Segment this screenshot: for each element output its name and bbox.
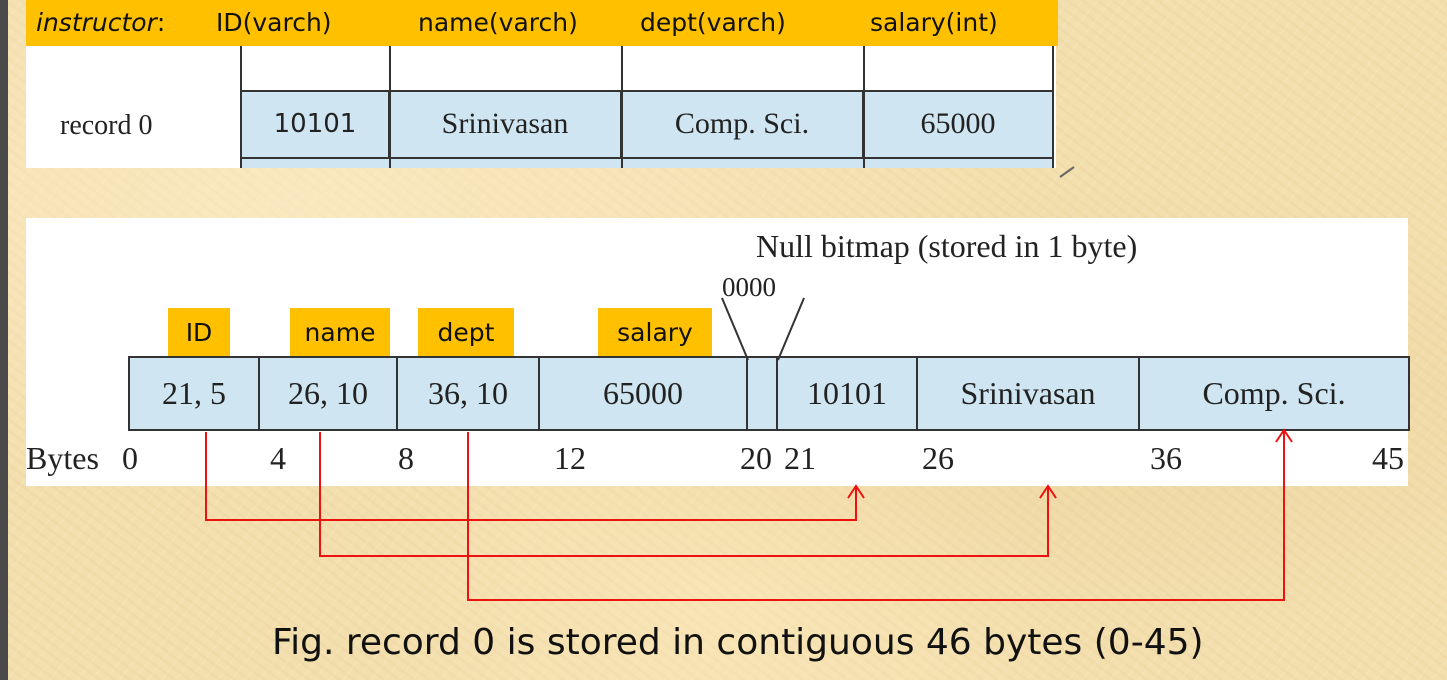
table-cell-salary: 65000 (864, 91, 1054, 157)
arrowheads (847, 428, 1293, 499)
byte-mark-26: 26 (922, 440, 954, 476)
table-cell-name: Srinivasan (390, 91, 622, 157)
schema-attr-salary: salary(int) (870, 0, 998, 46)
figure-caption: Fig. record 0 is stored in contiguous 46… (272, 622, 1204, 663)
byte-cell-name-offset: 26, 10 (260, 357, 398, 429)
schema-attr-name: name(varch) (418, 0, 578, 46)
byte-cell-id-offset: 21, 5 (128, 357, 260, 429)
byte-mark-21: 21 (784, 440, 816, 476)
null-bitmap-callout (721, 297, 805, 361)
byte-cell-dept-offset: 36, 10 (398, 357, 540, 429)
table-col-line (621, 46, 623, 168)
next-record-strip (242, 159, 1054, 168)
record-top-border (128, 356, 1410, 358)
schema-colon: : (156, 8, 166, 37)
field-label-id: ID (168, 308, 230, 358)
byte-mark-45: 45 (1372, 440, 1404, 476)
schema-attr-id: ID(varch) (216, 0, 332, 46)
field-label-name: name (290, 308, 390, 358)
field-label-salary: salary (598, 308, 712, 358)
stray-mark (1059, 166, 1075, 178)
null-bitmap-value: 0000 (722, 272, 776, 302)
byte-mark-4: 4 (270, 440, 286, 476)
table-col-line (389, 46, 391, 168)
null-bitmap-title: Null bitmap (stored in 1 byte) (756, 228, 1138, 264)
schema-attr-dept: dept(varch) (640, 0, 786, 46)
table-col-line (1052, 46, 1054, 168)
byte-mark-0: 0 (122, 440, 138, 476)
arrowhead-dept (1275, 428, 1293, 443)
record-0-label: record 0 (60, 110, 153, 141)
relation-name: instructor (36, 8, 157, 37)
table-bottom-border (240, 157, 1054, 159)
byte-cell-salary: 65000 (540, 357, 748, 429)
table-cell-id: 10101 (240, 91, 390, 157)
bytes-label: Bytes (26, 440, 99, 476)
record-layout-area (26, 218, 1408, 486)
arrowhead-name (1039, 484, 1057, 499)
pointer-dept (467, 432, 1285, 601)
record-bottom-border (128, 429, 1410, 431)
byte-mark-12: 12 (554, 440, 586, 476)
arrowhead-id (847, 484, 865, 499)
byte-cell-name-value: Srinivasan (918, 357, 1140, 429)
table-top-border (240, 90, 1054, 92)
byte-cell-id-value: 10101 (778, 357, 918, 429)
byte-mark-20: 20 (740, 440, 772, 476)
instructor-schema-label: instructor: (36, 0, 166, 46)
field-label-dept: dept (418, 308, 514, 358)
pointer-name (319, 432, 1049, 557)
byte-mark-36: 36 (1150, 440, 1182, 476)
table-col-line (863, 46, 865, 168)
byte-cell-bitmap (748, 357, 778, 429)
table-col-line (240, 46, 242, 168)
table-cell-dept: Comp. Sci. (622, 91, 864, 157)
byte-mark-8: 8 (398, 440, 414, 476)
pointer-id (205, 432, 857, 521)
byte-cell-dept-value: Comp. Sci. (1140, 357, 1410, 429)
pointer-arrows (205, 432, 1285, 601)
